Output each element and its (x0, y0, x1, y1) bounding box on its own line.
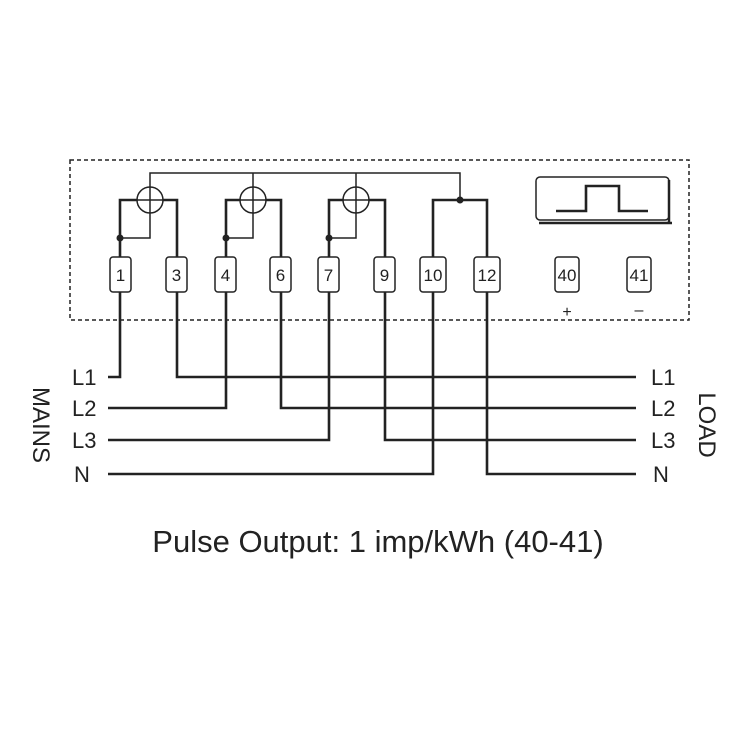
terminal-12: 12 (473, 256, 501, 293)
mains-l1-label: L1 (72, 365, 96, 390)
load-n-label: N (653, 462, 669, 487)
terminal-3: 3 (165, 256, 188, 293)
terminal-40: 40 (554, 256, 580, 293)
svg-text:41: 41 (630, 266, 649, 285)
wire-load-n (485, 292, 636, 476)
wire-mains-l3 (108, 292, 331, 442)
meter-enclosure (69, 159, 690, 321)
pulse-waveform-icon (556, 184, 648, 213)
wire-load-l2 (279, 292, 636, 410)
svg-text:40: 40 (558, 266, 577, 285)
junction-dot-neutral (456, 196, 464, 204)
svg-text:12: 12 (478, 266, 497, 285)
mains-l2-label: L2 (72, 396, 96, 421)
wire-mains-l2 (108, 292, 228, 410)
svg-text:4: 4 (221, 266, 230, 285)
terminal-41: 41 (626, 256, 652, 293)
junction-dot-2 (222, 234, 230, 242)
mains-l3-label: L3 (72, 428, 96, 453)
pulse-minus-mark: – (635, 302, 644, 319)
terminal-4: 4 (214, 256, 237, 293)
terminal-7: 7 (317, 256, 340, 293)
svg-text:6: 6 (276, 266, 285, 285)
pulse-plus-mark: + (562, 304, 571, 321)
junction-dot-1 (116, 234, 124, 242)
mains-title: MAINS (27, 387, 54, 463)
wire-mains-l1 (108, 292, 122, 379)
terminal-1: 1 (109, 256, 132, 293)
pulse-symbol-frame (535, 176, 670, 221)
load-l3-label: L3 (651, 428, 675, 453)
wire-mains-n (108, 292, 435, 476)
wire-load-l1 (175, 292, 636, 379)
svg-text:9: 9 (380, 266, 389, 285)
load-l1-label: L1 (651, 365, 675, 390)
neutral-path (431, 198, 489, 258)
svg-text:3: 3 (172, 266, 181, 285)
load-title: LOAD (693, 392, 720, 457)
load-l2-label: L2 (651, 396, 675, 421)
ct-bus-line (149, 172, 461, 200)
terminal-10: 10 (419, 256, 447, 293)
terminal-9: 9 (373, 256, 396, 293)
svg-text:7: 7 (324, 266, 333, 285)
junction-dot-3 (325, 234, 333, 242)
terminal-6: 6 (269, 256, 292, 293)
svg-text:1: 1 (116, 266, 125, 285)
svg-text:10: 10 (424, 266, 443, 285)
wire-load-l3 (383, 292, 636, 442)
mains-n-label: N (74, 462, 90, 487)
pulse-output-caption: Pulse Output: 1 imp/kWh (40-41) (152, 524, 603, 559)
